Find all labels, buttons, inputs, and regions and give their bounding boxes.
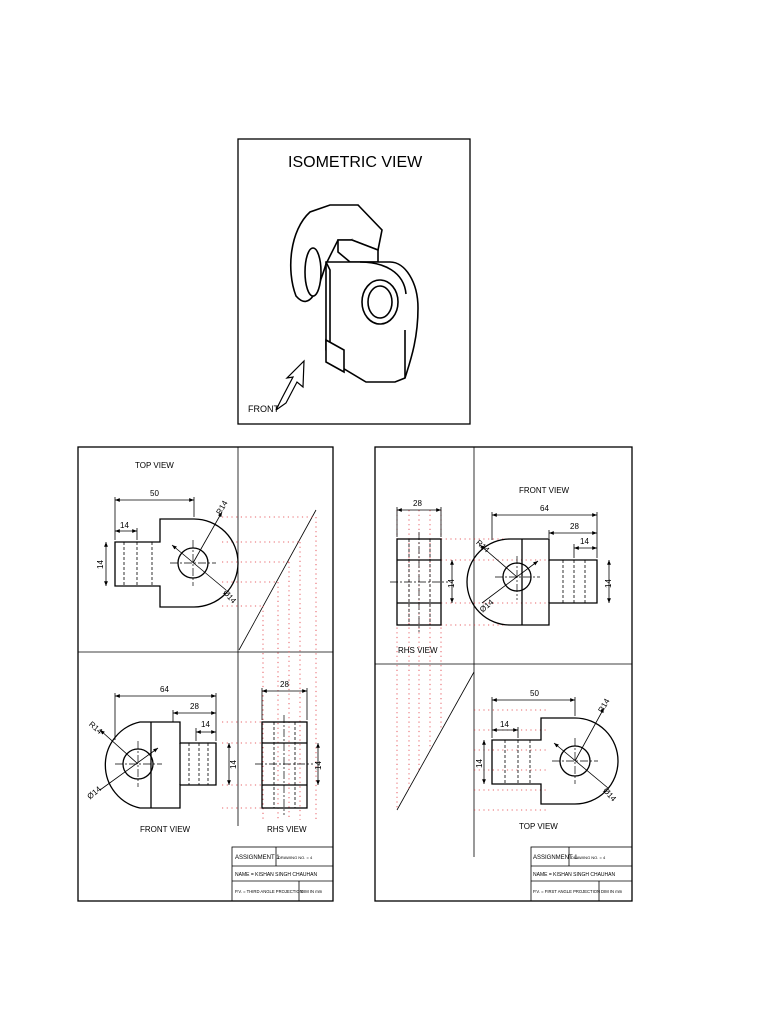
first-rhs-view-label: RHS VIEW [398,646,438,655]
first-front-view-label: FRONT VIEW [519,486,570,495]
rhs-view: RHS VIEW 28 14 [255,680,323,834]
tb1-name: NAME = KISHAN SINGH CHAUHAN [533,872,615,878]
dim-v14: 14 [96,560,105,569]
dim-dia14: Ø14 [221,588,238,606]
tb1-projection: P.V. = FIRST ANGLE PROJECTION [533,889,600,894]
first-rhs-view: RHS VIEW 28 14 [390,499,456,655]
first-dim-64: 64 [540,504,549,513]
third-angle-panel: TOP VIEW 50 14 14 R14 Ø14 FRONT VIEW [77,446,334,902]
dim-14a: 14 [120,521,129,530]
front-label: FRONT [248,404,279,414]
rhs-view-label: RHS VIEW [267,825,307,834]
first-rhs-dim-28: 28 [413,499,422,508]
dim-64: 64 [160,685,169,694]
tb1-units: DIM IN mm [601,889,623,894]
first-dim-fdia14: Ø14 [478,597,496,614]
front-view: FRONT VIEW 64 28 14 14 R14 Ø14 [86,685,238,834]
title-block-first: ASSIGNMENT 1 DRAWING NO. = 4 NAME = KISH… [530,846,633,902]
tb3-assignment: ASSIGNMENT 1 [235,855,280,861]
first-angle-panel: RHS VIEW 28 14 FRONT VIEW [374,446,633,902]
first-dim-t14: 14 [500,720,509,729]
first-dim-28: 28 [570,522,579,531]
first-dim-fv14: 14 [604,579,613,588]
dim-fv14: 14 [229,760,238,769]
dim-28: 28 [190,702,199,711]
rhs-dim-28: 28 [280,680,289,689]
top-view: TOP VIEW 50 14 14 R14 Ø14 [96,461,239,608]
isometric-panel: ISOMETRIC VIEW FRONT [237,138,471,425]
first-dim-tdia14: Ø14 [601,786,618,804]
tb3-projection: P.V. = THIRD ANGLE PROJECTION [235,889,303,894]
isometric-part [290,204,419,383]
tb3-units: DIM IN mm [301,889,323,894]
rhs-dim-14: 14 [314,761,323,770]
tb3-drawing-no: DRAWING NO. = 4 [278,855,313,860]
dim-fdia14: Ø14 [86,784,104,801]
dim-fr14: R14 [87,720,104,737]
dim-r14: R14 [214,499,229,517]
dim-50: 50 [150,489,159,498]
isometric-title: ISOMETRIC VIEW [288,154,423,171]
front-view-label: FRONT VIEW [140,825,191,834]
dim-14b: 14 [201,720,210,729]
tb1-assignment: ASSIGNMENT 1 [533,855,578,861]
front-direction-arrow-icon [275,359,305,411]
first-top-view: TOP VIEW 50 14 14 R14 Ø14 [475,689,619,831]
first-dim-50: 50 [530,689,539,698]
first-dim-tv14: 14 [475,759,484,768]
title-block-third: ASSIGNMENT 1 DRAWING NO. = 4 NAME = KISH… [231,846,334,902]
tb1-drawing-no: DRAWING NO. = 4 [571,855,606,860]
first-dim-tr14: R14 [596,697,611,715]
top-view-label: TOP VIEW [135,461,174,470]
first-projection-lines [396,510,549,811]
first-top-view-label: TOP VIEW [519,822,558,831]
first-front-view: FRONT VIEW 64 28 14 14 R14 Ø14 [466,486,613,626]
first-dim-14: 14 [580,537,589,546]
first-rhs-dim-14: 14 [447,579,456,588]
tb3-name: NAME = KISHAN SINGH CHAUHAN [235,872,317,878]
projection-lines [222,516,317,820]
